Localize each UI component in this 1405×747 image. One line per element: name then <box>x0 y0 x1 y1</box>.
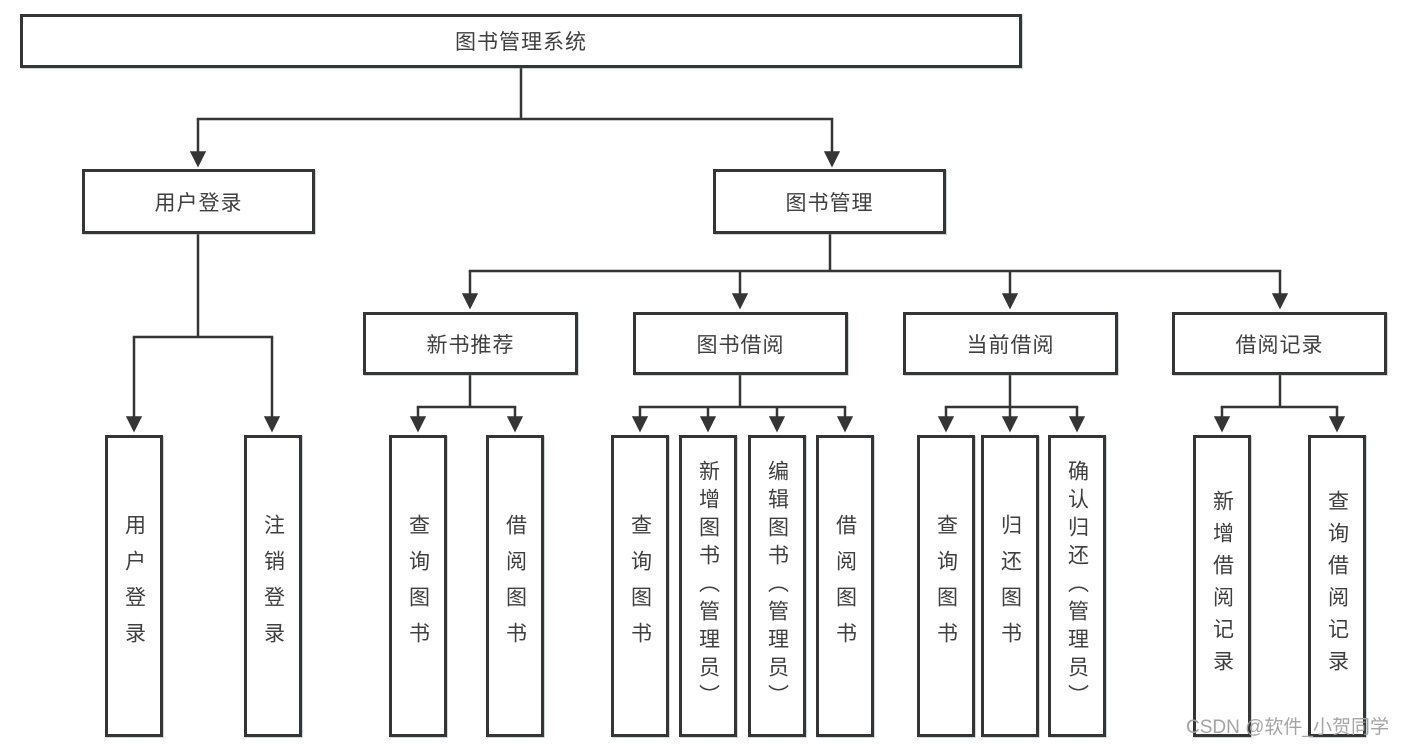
leaf-rec-query-book: 查询图书 <box>389 435 447 737</box>
node-label: 借阅图书 <box>833 514 857 658</box>
node-library-management-system: 图书管理系统 <box>20 14 1022 68</box>
node-book-borrowing: 图书借阅 <box>633 312 848 375</box>
leaf-bb-query-book: 查询图书 <box>611 435 669 737</box>
node-label: 查询借阅记录 <box>1325 490 1349 682</box>
node-label: 图书管理 <box>785 191 874 215</box>
leaf-cb-query-book: 查询图书 <box>917 435 975 737</box>
node-label: 查询图书 <box>628 514 652 658</box>
node-label: 用户登录 <box>122 514 146 658</box>
connector-new-book-rec-children <box>409 375 524 433</box>
node-label: 注销登录 <box>261 514 285 658</box>
leaf-bb-borrow-book: 借阅图书 <box>816 435 874 737</box>
csdn-watermark: CSDN @软件_小贺同学 <box>1186 717 1389 738</box>
node-label: 借阅记录 <box>1235 333 1324 357</box>
node-current-borrowing: 当前借阅 <box>903 312 1118 375</box>
connector-borrow-record-children <box>1213 375 1346 433</box>
connector-root-to-level2 <box>189 68 841 168</box>
leaf-bb-add-book-admin: 新增图书（管理员） <box>679 435 737 737</box>
leaf-br-add-record: 新增借阅记录 <box>1193 435 1251 737</box>
node-label: 借阅图书 <box>503 514 527 658</box>
leaf-user-login: 用户登录 <box>105 435 163 737</box>
node-label: 查询图书 <box>934 514 958 658</box>
node-label: 用户登录 <box>154 191 243 215</box>
connector-current-borrow-children <box>937 375 1086 433</box>
node-label: 确认归还（管理员） <box>1065 460 1089 712</box>
leaf-bb-edit-book-admin: 编辑图书（管理员） <box>748 435 806 737</box>
connector-book-mgmt-to-level3 <box>461 234 1289 310</box>
connector-book-borrow-children <box>631 375 854 433</box>
node-label: 当前借阅 <box>966 333 1055 357</box>
leaf-cb-confirm-return-admin: 确认归还（管理员） <box>1048 435 1106 737</box>
node-book-management: 图书管理 <box>713 169 946 234</box>
node-label: 新书推荐 <box>426 333 515 357</box>
node-label: 编辑图书（管理员） <box>765 460 789 712</box>
leaf-logout: 注销登录 <box>244 435 302 737</box>
leaf-rec-borrow-book: 借阅图书 <box>486 435 544 737</box>
node-user-login: 用户登录 <box>82 169 315 234</box>
leaf-cb-return-book: 归还图书 <box>981 435 1039 737</box>
node-label: 新增图书（管理员） <box>696 460 720 712</box>
connector-user-login-children <box>125 234 281 433</box>
node-new-book-recommendation: 新书推荐 <box>363 312 578 375</box>
node-label: 图书借阅 <box>696 333 785 357</box>
node-label: 图书管理系统 <box>455 31 587 54</box>
node-label: 查询图书 <box>406 514 430 658</box>
node-label: 新增借阅记录 <box>1210 490 1234 682</box>
leaf-br-query-record: 查询借阅记录 <box>1308 435 1366 737</box>
node-borrowing-records: 借阅记录 <box>1172 312 1387 375</box>
node-label: 归还图书 <box>998 514 1022 658</box>
